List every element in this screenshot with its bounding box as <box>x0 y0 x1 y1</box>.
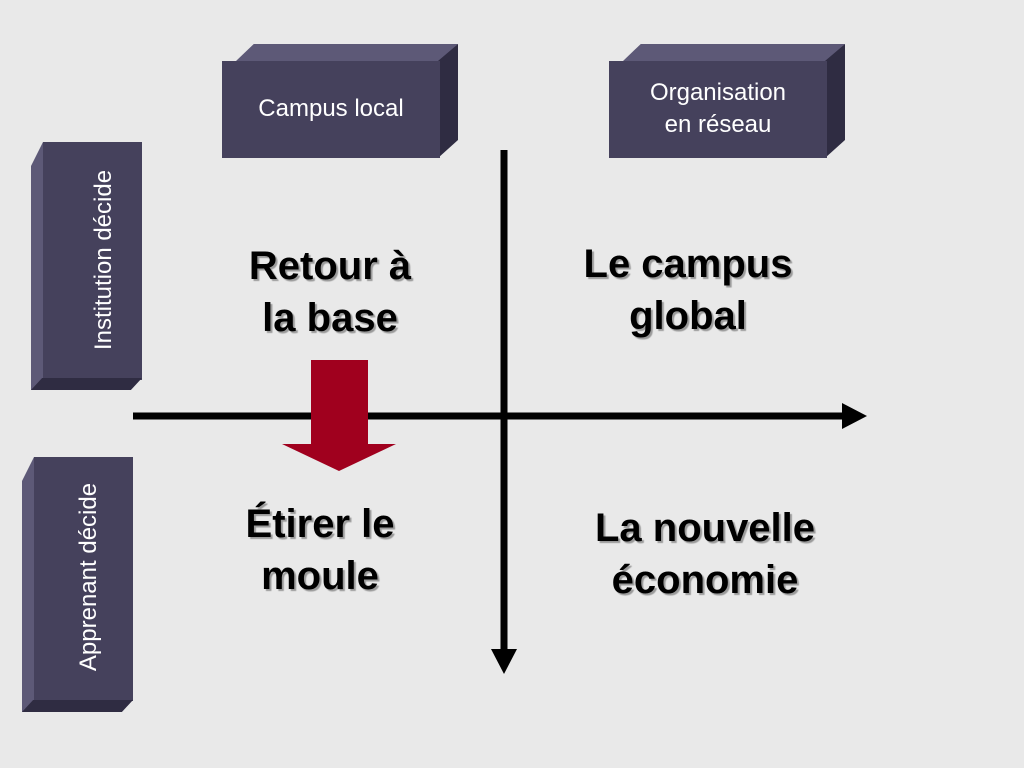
organisation-reseau-box: Organisation en réseau <box>609 61 827 158</box>
apprenant-decide-box <box>34 457 133 701</box>
horizontal-axis-arrowhead <box>842 403 867 429</box>
apprenant-decide-label: Apprenant décide <box>75 482 102 672</box>
organisation-reseau-label: Organisation en réseau <box>649 79 787 139</box>
campus-local-box-top <box>236 44 458 61</box>
organisation-reseau-box-top <box>623 44 845 61</box>
institution-decide-box <box>43 142 142 380</box>
quadrant-bottom-right: La nouvelle économie <box>594 506 816 602</box>
quadrant-top-right: Le campus global <box>583 242 793 338</box>
quadrant-bottom-left: Étirer le moule <box>245 502 395 598</box>
red-down-arrow <box>282 360 396 471</box>
quadrant-top-left: Retour à la base <box>248 244 412 340</box>
campus-local-box-side <box>438 44 458 158</box>
apprenant-decide-box-top <box>22 457 34 712</box>
organisation-reseau-box-side <box>825 44 845 158</box>
campus-local-label: Campus local <box>258 95 404 123</box>
institution-decide-box-top <box>31 142 43 390</box>
institution-decide-box-bottom <box>31 378 142 390</box>
apprenant-decide-box-bottom <box>22 700 133 712</box>
vertical-axis-arrowhead <box>491 649 517 674</box>
campus-local-box: Campus local <box>222 61 440 158</box>
institution-decide-label: Institution décide <box>90 169 117 351</box>
